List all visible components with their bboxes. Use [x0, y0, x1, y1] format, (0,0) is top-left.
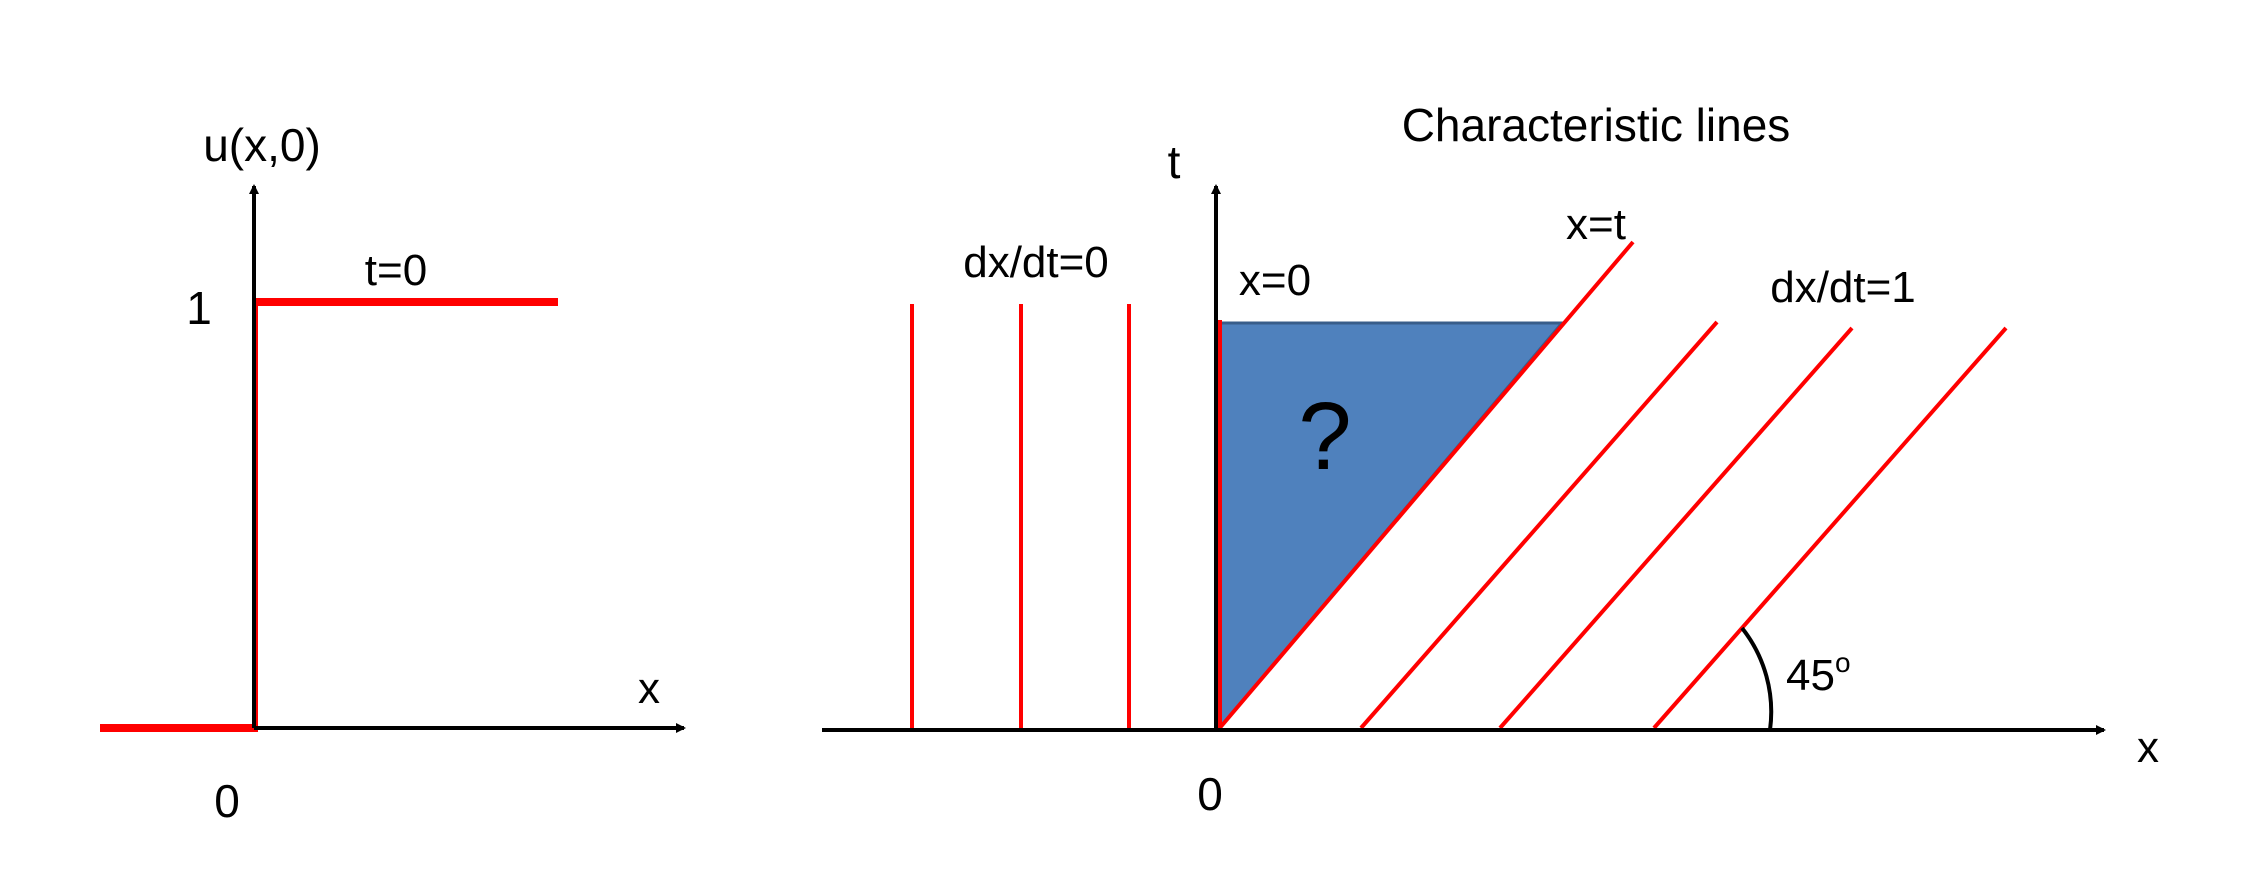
diagonal-characteristic	[1216, 240, 1635, 732]
initial-condition-plot: u(x,0) x 0 1 t=0	[100, 119, 686, 827]
right-x-axis-label: x	[2137, 723, 2159, 772]
right-t-axis-label: t	[1168, 136, 1181, 188]
chart-title: Characteristic lines	[1402, 99, 1791, 151]
right-origin-label: 0	[1197, 768, 1223, 820]
left-y-axis-label: u(x,0)	[203, 119, 321, 171]
left-origin-label: 0	[214, 775, 240, 827]
characteristics-plot: Characteristic lines t x 0 dx/dt=0 x=0 x…	[822, 99, 2159, 820]
left-x-axis-label: x	[638, 664, 660, 713]
unknown-region-label: ?	[1298, 383, 1351, 490]
diagonal-characteristic	[1359, 320, 1719, 730]
diagonal-lines-label: dx/dt=1	[1770, 263, 1916, 312]
diagonal-line-label: x=t	[1566, 200, 1626, 249]
vertical-lines-label: dx/dt=0	[963, 238, 1109, 287]
origin-line-label: x=0	[1239, 256, 1311, 305]
angle-label: 45o	[1786, 647, 1851, 700]
angle-value: 45	[1786, 651, 1835, 700]
left-level-label: 1	[186, 282, 212, 334]
angle-arc	[1740, 626, 1774, 731]
degree-mark: o	[1835, 647, 1851, 678]
left-curve-label: t=0	[365, 246, 427, 295]
diagonal-characteristic	[1652, 326, 2008, 730]
diagonal-characteristic	[1498, 326, 1854, 730]
